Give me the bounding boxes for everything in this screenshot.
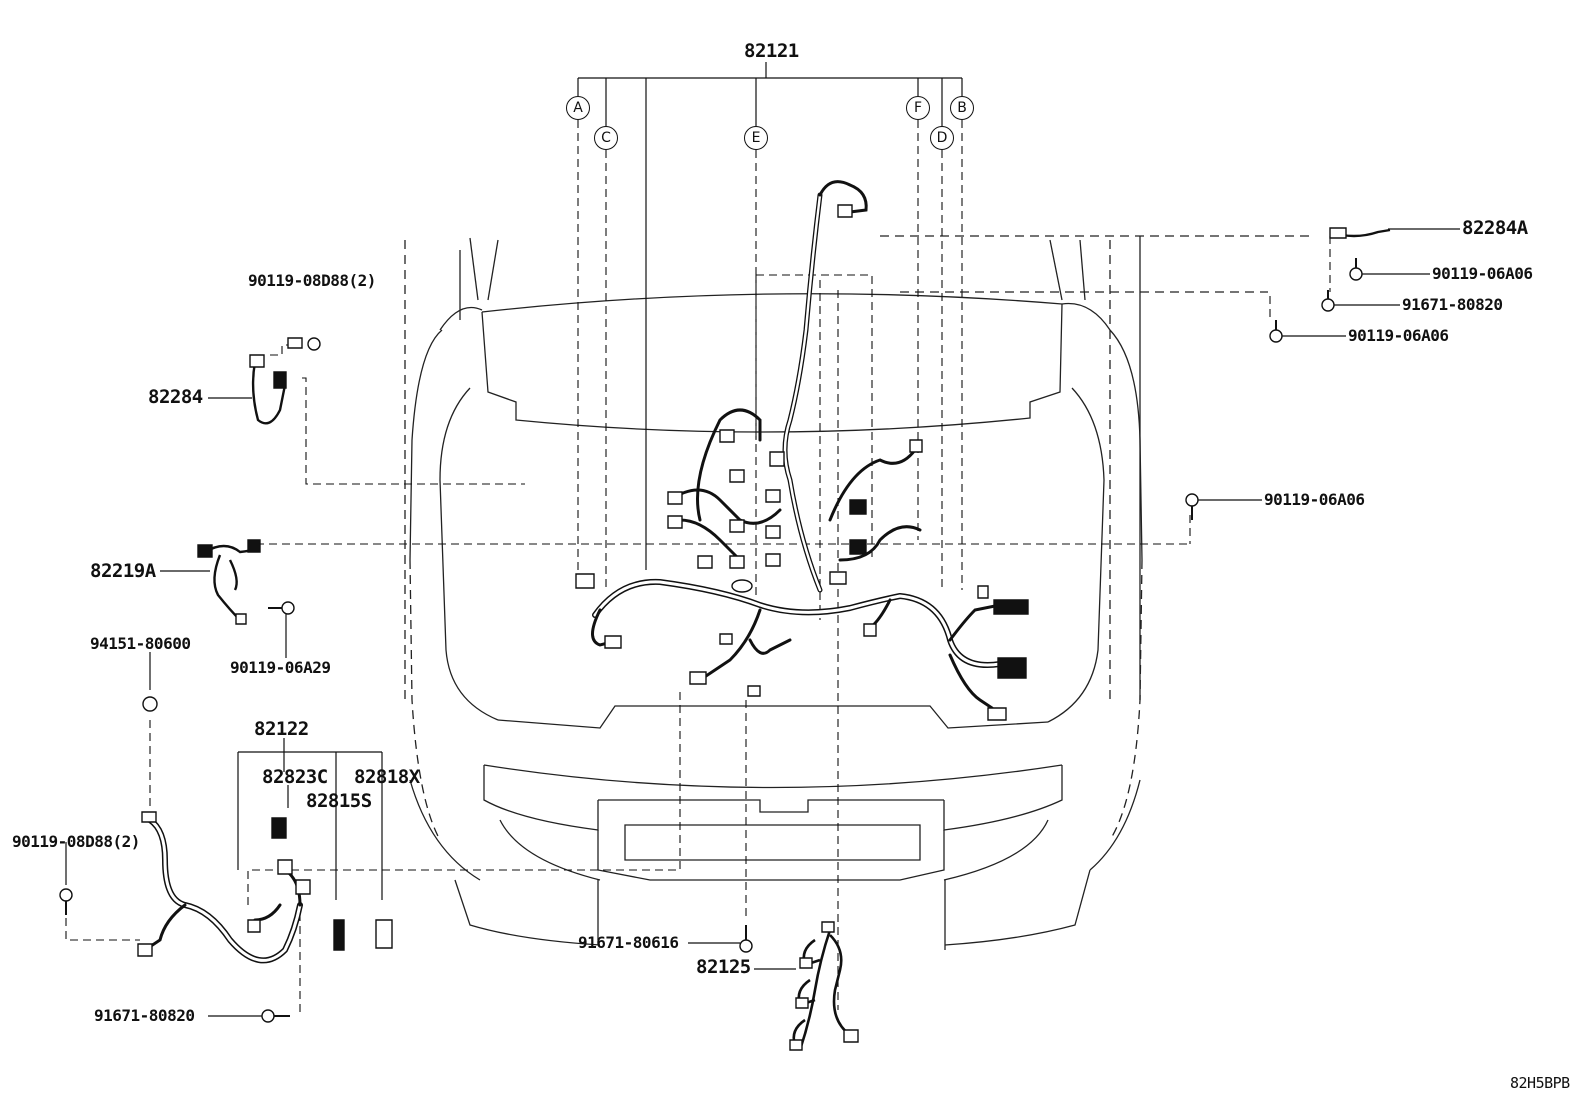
leader-lines xyxy=(578,62,962,570)
sub-harness-82284 xyxy=(250,338,320,423)
label-bolt-r2: 91671-80820 xyxy=(1402,295,1503,314)
label-bolt-left-lower: 90119-08D88(2) xyxy=(12,832,140,851)
label-bolt-r1: 90119-06A06 xyxy=(1432,264,1533,283)
label-82284: 82284 xyxy=(148,386,203,408)
connector-d: D xyxy=(930,126,954,150)
main-harness-82121 xyxy=(593,182,1001,708)
label-82284a: 82284A xyxy=(1462,217,1528,239)
label-82818x: 82818X xyxy=(354,766,420,788)
label-82823c: 82823C xyxy=(262,766,328,788)
label-leaders xyxy=(66,229,1460,1016)
connector-e: E xyxy=(744,126,768,150)
label-bolt-r3: 90119-06A06 xyxy=(1348,326,1449,345)
label-bolt-bottom-center: 91671-80616 xyxy=(578,933,679,952)
sub-harness-82284a xyxy=(1186,228,1390,520)
connector-b: B xyxy=(950,96,974,120)
label-82121: 82121 xyxy=(744,40,799,62)
connector-a: A xyxy=(566,96,590,120)
label-bolt-r4: 90119-06A06 xyxy=(1264,490,1365,509)
label-bolt-06a29: 90119-06A29 xyxy=(230,658,331,677)
label-clip-94151: 94151-80600 xyxy=(90,634,191,653)
main-harness-connectors xyxy=(576,205,1028,720)
clip-94151 xyxy=(60,697,157,915)
label-bolt-bottom-left: 91671-80820 xyxy=(94,1006,195,1025)
connector-f: F xyxy=(906,96,930,120)
harness-82122-connectors xyxy=(138,812,752,1022)
label-82122: 82122 xyxy=(254,718,309,740)
diagram-code: 82H5BPB xyxy=(1510,1074,1570,1092)
harness-82122 xyxy=(145,820,300,960)
label-82125: 82125 xyxy=(696,956,751,978)
vehicle-outline xyxy=(405,236,1310,950)
cable-82219a xyxy=(198,540,294,624)
label-82219a: 82219A xyxy=(90,560,156,582)
connector-c: C xyxy=(594,126,618,150)
label-82815s: 82815S xyxy=(306,790,372,812)
harness-82125 xyxy=(790,922,858,1050)
bracket-82122 xyxy=(238,738,382,900)
label-bolt-top-left: 90119-08D88(2) xyxy=(248,271,376,290)
